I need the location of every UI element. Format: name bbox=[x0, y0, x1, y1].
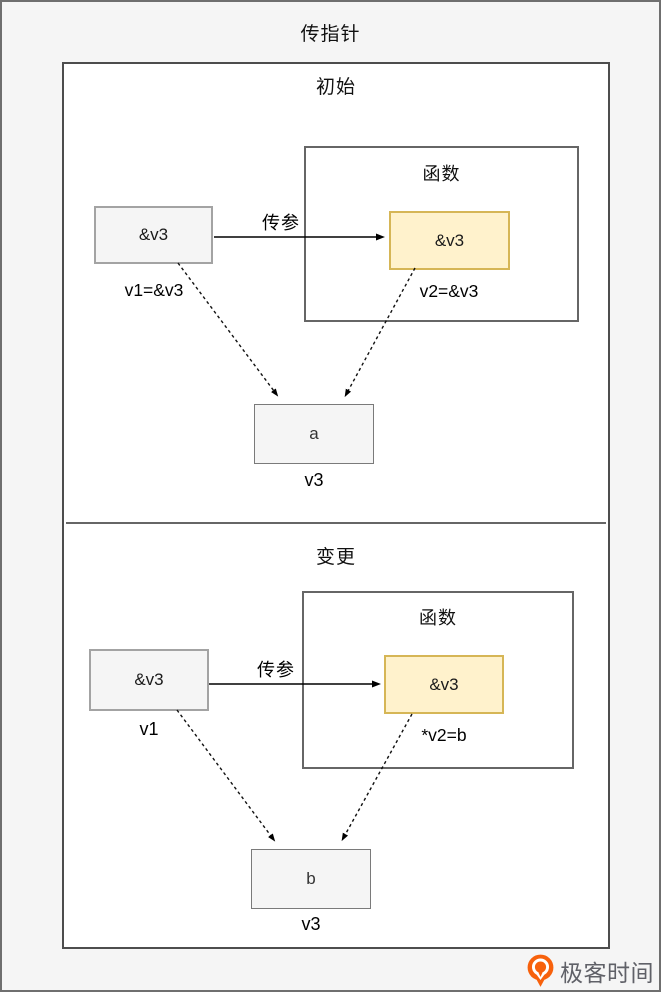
memory-value: b bbox=[306, 869, 316, 888]
section-change-title: 变更 bbox=[315, 547, 356, 568]
geektime-logo-text: 极客时间 bbox=[560, 959, 654, 986]
function-scope-title-initial: 函数 bbox=[422, 164, 461, 184]
caller-pointer-caption-initial: v1=&v3 bbox=[124, 280, 184, 300]
memory-value-caption-initial: v3 bbox=[304, 470, 324, 490]
caller-pointer-value: &v3 bbox=[134, 670, 164, 689]
param-pointer-caption-initial: v2=&v3 bbox=[419, 281, 479, 301]
param-pointer-value: &v3 bbox=[434, 230, 465, 250]
section-divider bbox=[66, 522, 606, 524]
caller-pointer-box-change: &v3 bbox=[89, 649, 209, 711]
geektime-logo: 极客时间 bbox=[525, 953, 654, 988]
param-pointer-box-initial: &v3 bbox=[389, 211, 510, 270]
diagram-panel: 初始 函数 &v3 v1=&v3 &v3 v2=&v3 传参 a v3 变更 函… bbox=[62, 62, 610, 949]
caller-pointer-value: &v3 bbox=[138, 225, 169, 244]
param-pointer-value: &v3 bbox=[429, 674, 459, 694]
memory-value-caption-change: v3 bbox=[301, 914, 321, 934]
section-initial-title: 初始 bbox=[315, 77, 356, 98]
function-scope-title-change: 函数 bbox=[419, 608, 457, 628]
caller-pointer-caption-change: v1 bbox=[139, 719, 159, 739]
page-title: 传指针 bbox=[300, 24, 361, 45]
memory-value-box-initial: a bbox=[254, 404, 374, 464]
caller-pointer-box-initial: &v3 bbox=[94, 206, 213, 264]
param-pointer-box-change: &v3 bbox=[384, 655, 504, 714]
pass-arg-arrow-label-change: 传参 bbox=[257, 660, 295, 680]
memory-value: a bbox=[309, 424, 319, 443]
memory-value-box-change: b bbox=[251, 849, 371, 909]
param-pointer-caption-change: *v2=b bbox=[421, 725, 467, 745]
pass-arg-arrow-label-initial: 传参 bbox=[262, 213, 300, 233]
geektime-logo-icon bbox=[527, 954, 554, 987]
